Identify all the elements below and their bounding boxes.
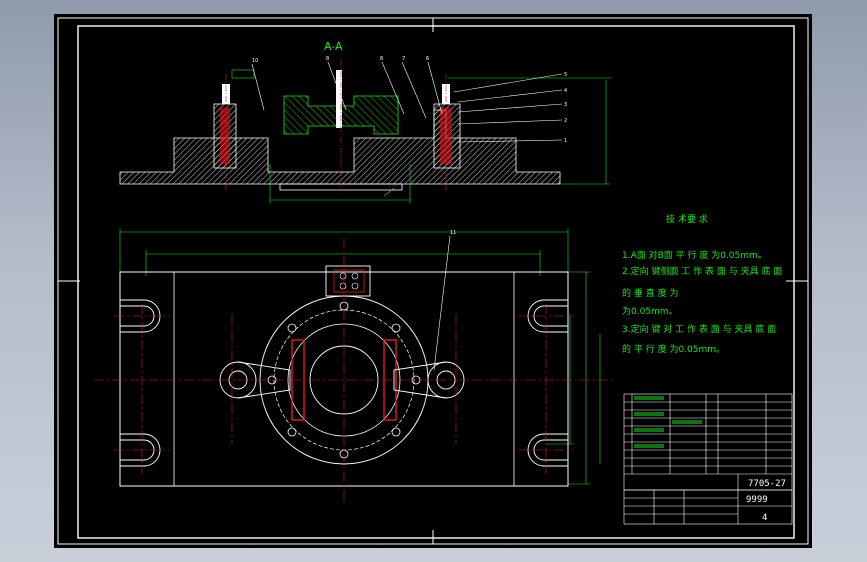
balloon-8a: 8 (326, 56, 329, 62)
drawing-name: 9999 (746, 495, 768, 505)
balloon-1: 1 (564, 138, 567, 144)
balloon-4: 4 (564, 88, 567, 94)
inner-border (77, 25, 795, 539)
section-view: 10 8 8 7 6 5 4 3 2 1 (119, 56, 612, 204)
tech-req-line-2: 2.定向 键侧面 工 作 表 面 与 夹具 底 面 (622, 265, 782, 277)
cad-drawing-canvas: A-A (57, 17, 809, 545)
section-title: A-A (324, 40, 343, 53)
drawing-viewport[interactable]: A-A (54, 14, 812, 548)
balloon-6: 6 (426, 56, 429, 62)
tech-req-line-6: 的 平 行 度 为0.05mm。 (622, 343, 725, 355)
tech-req-line-4: 为0.05mm。 (622, 305, 678, 317)
balloon-11: 11 (450, 230, 456, 236)
plan-view: 11 (94, 228, 614, 504)
balloon-7: 7 (402, 56, 405, 62)
tech-req-line-5: 3.定向 键 对 工 作 表 面 与 夹具 底 面 (622, 323, 776, 335)
balloon-10: 10 (252, 58, 258, 64)
tech-req-heading: 技 术要 求 (666, 213, 708, 225)
balloon-2: 2 (564, 118, 567, 124)
title-block: 7705-27 9999 4 (623, 393, 793, 525)
sheet-number: 4 (762, 513, 767, 523)
tech-req-line-1: 1.A面 对B面 平 行 度 为0.05mm。 (622, 249, 767, 261)
balloon-8b: 8 (380, 56, 383, 62)
outer-border (57, 17, 809, 545)
tech-req-line-3: 的 垂 直 度 为 (622, 287, 678, 299)
technical-requirements: 技 术要 求 1.A面 对B面 平 行 度 为0.05mm。 2.定向 键侧面 … (622, 213, 782, 355)
drawing-number: 7705-27 (748, 479, 786, 489)
balloon-5: 5 (564, 72, 567, 78)
center-marks (58, 18, 808, 544)
balloon-3: 3 (564, 102, 567, 108)
